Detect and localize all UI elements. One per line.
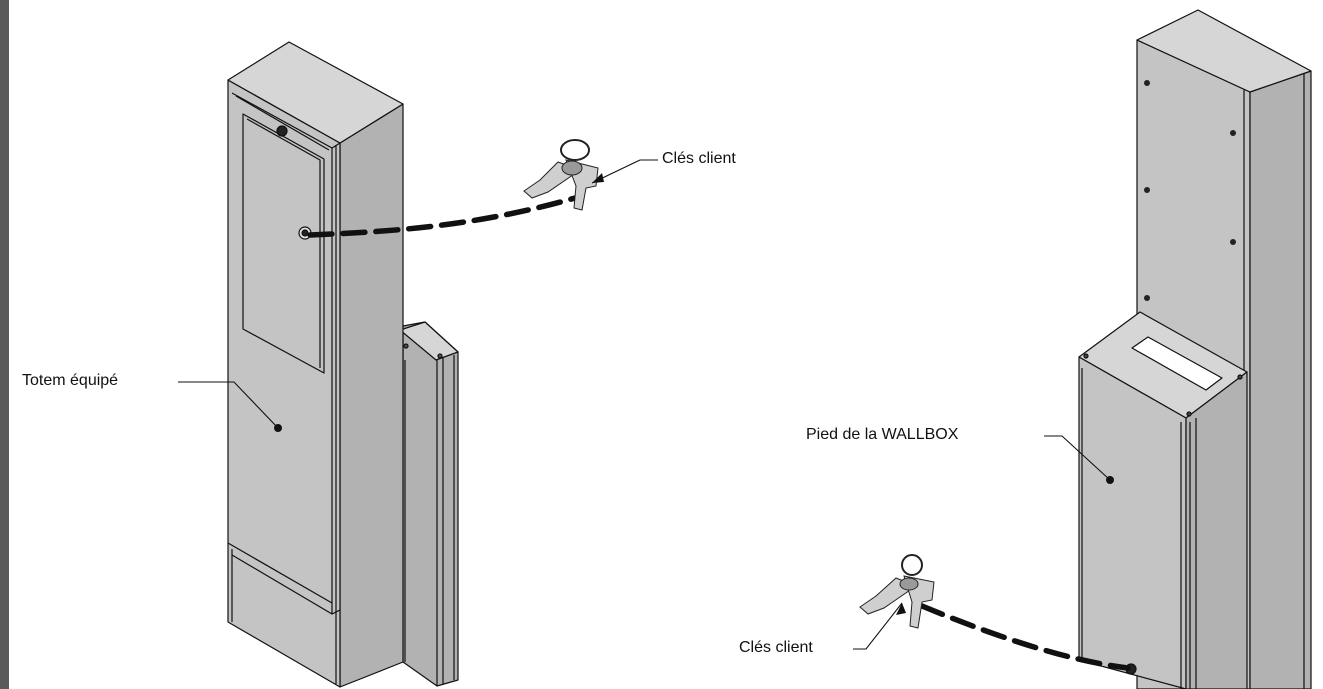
wallbox-assembly <box>1078 9 1312 689</box>
leader-arrows <box>592 173 906 615</box>
leader-dots <box>274 424 1114 484</box>
base-front-face <box>1078 356 1187 689</box>
totem-assembly <box>227 41 459 688</box>
leader-dot-icon <box>274 424 282 432</box>
totem-key-link <box>307 195 578 238</box>
label-keys-top: Clés client <box>662 150 736 167</box>
base-side-face <box>1185 371 1248 689</box>
label-keys-bottom: Clés client <box>739 639 813 656</box>
key-bunch-icon-top <box>523 139 599 211</box>
leader-dot-icon <box>1106 476 1114 484</box>
base-key-link <box>919 603 1131 671</box>
left-frame-strip <box>0 0 9 689</box>
key-bunch-icon-bottom <box>859 554 935 629</box>
totem-top-button <box>276 125 288 137</box>
pillar-top-face <box>1136 9 1312 93</box>
arrow-head-icon <box>592 173 604 183</box>
totem-top-face <box>227 41 404 144</box>
pillar-screws <box>1144 80 1236 301</box>
label-wallbox-base: Pied de la WALLBOX <box>806 426 959 443</box>
pillar-side-face <box>1249 70 1312 689</box>
arrow-head-icon <box>896 603 906 615</box>
totem-window <box>242 113 325 374</box>
label-totem: Totem équipé <box>22 372 119 389</box>
wallbox-back-piece <box>399 321 459 687</box>
base-slot <box>1131 336 1223 391</box>
totem-side-face <box>339 103 404 688</box>
leader-lines <box>178 159 1111 650</box>
